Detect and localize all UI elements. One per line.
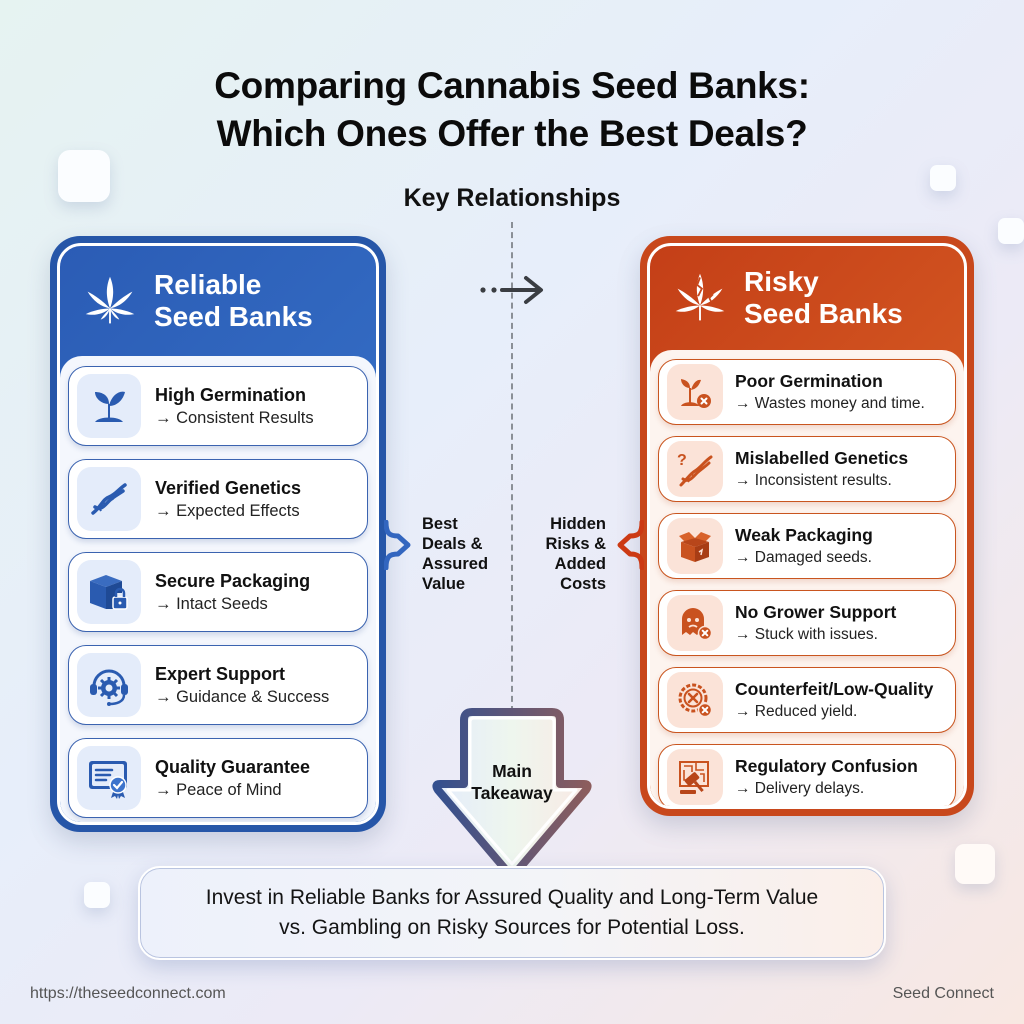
decorative-square xyxy=(58,150,110,202)
gavel-maze-icon xyxy=(679,761,709,794)
center-divider xyxy=(511,222,513,712)
sad-ghost-icon xyxy=(682,608,713,641)
reliable-title-line-1: Reliable xyxy=(154,269,262,300)
item-title: Expert Support xyxy=(155,663,286,684)
list-item: Quality Guarantee → Peace of Mind xyxy=(68,738,368,818)
reliable-connector-arrow-icon xyxy=(384,520,411,570)
list-item: High Germination → Consistent Results xyxy=(68,366,368,446)
takeaway-text-line-2: vs. Gambling on Risky Sources for Potent… xyxy=(279,916,745,939)
connector-label-line: Hidden xyxy=(550,515,606,533)
connector-label-line: Risks & xyxy=(545,535,606,553)
connector-label-line: Best xyxy=(422,515,458,533)
item-subtitle: → Guidance & Success xyxy=(155,687,330,706)
section-subtitle: Key Relationships xyxy=(403,184,621,212)
box-lock-icon xyxy=(90,575,128,610)
certificate-icon xyxy=(89,761,127,799)
decorative-square xyxy=(930,165,956,191)
takeaway-summary-box: Invest in Reliable Banks for Assured Qua… xyxy=(138,866,886,960)
main-takeaway-down-arrow-icon xyxy=(432,708,592,877)
risky-panel-header: Risky Seed Banks xyxy=(650,246,964,350)
main-takeaway-label: Main Takeaway xyxy=(440,760,584,804)
risky-title-line-2: Seed Banks xyxy=(744,298,903,329)
list-item: Verified Genetics → Expected Effects xyxy=(68,459,368,539)
item-subtitle: → Intact Seeds xyxy=(155,594,268,613)
reliable-items-list: High Germination → Consistent Results xyxy=(60,356,376,822)
footer-url-link[interactable]: https://theseedconnect.com xyxy=(30,985,226,1002)
dna-question-icon: ? xyxy=(677,452,713,487)
item-title: Counterfeit/Low-Quality xyxy=(735,678,934,699)
risky-connector-label: Hidden Risks & Added Costs xyxy=(540,514,606,594)
item-subtitle: → Expected Effects xyxy=(155,501,300,520)
sprout-icon xyxy=(95,391,125,422)
connector-label-line: Costs xyxy=(560,575,606,593)
cracked-cannabis-leaf-icon xyxy=(675,273,725,321)
dashed-right-arrow-icon xyxy=(480,276,543,304)
list-item: Weak Packaging → Damaged seeds. xyxy=(658,513,956,579)
item-subtitle: → Inconsistent results. xyxy=(735,471,892,489)
connector-label-line: Added xyxy=(554,555,606,573)
cannabis-leaf-icon xyxy=(85,276,135,324)
item-subtitle: → Wastes money and time. xyxy=(735,394,925,412)
list-item: Secure Packaging → Intact Seeds xyxy=(68,552,368,632)
page-title: Comparing Cannabis Seed Banks: Which One… xyxy=(0,62,1024,158)
decorative-square xyxy=(84,882,110,908)
takeaway-label-line-1: Main xyxy=(492,761,532,781)
item-title: Mislabelled Genetics xyxy=(735,447,909,468)
decorative-square xyxy=(955,844,995,884)
item-subtitle: → Delivery delays. xyxy=(735,779,865,797)
reliable-connector-label: Best Deals & Assured Value xyxy=(422,514,488,594)
item-title: Regulatory Confusion xyxy=(735,755,918,776)
item-subtitle: → Damaged seeds. xyxy=(735,548,872,566)
connector-label-line: Value xyxy=(422,575,466,593)
connector-label-line: Assured xyxy=(422,555,489,573)
dna-icon xyxy=(91,483,127,515)
failed-sprout-icon xyxy=(681,379,711,408)
risky-title-line-1: Risky xyxy=(744,266,819,297)
risky-items-list: Poor Germination → Wastes money and time… xyxy=(650,350,964,806)
footer-brand: Seed Connect xyxy=(892,985,994,1002)
item-title: Secure Packaging xyxy=(155,570,311,591)
reliable-panel-header: Reliable Seed Banks xyxy=(60,246,376,356)
reliable-seed-banks-panel: Reliable Seed Banks xyxy=(50,236,386,832)
list-item: Counterfeit/Low-Quality → Reduced yield. xyxy=(658,667,956,733)
risky-connector-arrow-icon xyxy=(617,520,644,570)
list-item: Regulatory Confusion → Delivery delays. xyxy=(658,744,956,806)
risky-seed-banks-panel: Risky Seed Banks xyxy=(640,236,974,816)
list-item: Expert Support → Guidance & Success xyxy=(68,645,368,725)
connector-label-line: Deals & xyxy=(422,535,483,553)
title-line-2: Which Ones Offer the Best Deals? xyxy=(216,113,808,154)
broken-box-icon xyxy=(679,532,711,562)
takeaway-text-line-1: Invest in Reliable Banks for Assured Qua… xyxy=(205,886,819,909)
list-item: Poor Germination → Wastes money and time… xyxy=(658,359,956,425)
item-title: Poor Germination xyxy=(735,370,883,391)
title-line-1: Comparing Cannabis Seed Banks: xyxy=(214,65,810,106)
headset-gear-icon xyxy=(90,669,128,706)
item-title: No Grower Support xyxy=(735,601,897,622)
reliable-title-line-2: Seed Banks xyxy=(154,301,313,332)
list-item: ? Mislabelled Genetics → xyxy=(658,436,956,502)
svg-text:?: ? xyxy=(677,452,687,469)
item-subtitle: → Peace of Mind xyxy=(155,780,282,799)
item-subtitle: → Consistent Results xyxy=(155,408,314,427)
takeaway-label-line-2: Takeaway xyxy=(471,783,553,803)
item-title: Verified Genetics xyxy=(155,477,302,498)
item-title: High Germination xyxy=(155,384,307,405)
counterfeit-seal-icon xyxy=(678,683,713,718)
item-subtitle: → Stuck with issues. xyxy=(735,625,878,643)
decorative-square xyxy=(998,218,1024,244)
item-title: Quality Guarantee xyxy=(155,756,311,777)
item-title: Weak Packaging xyxy=(735,524,873,545)
list-item: No Grower Support → Stuck with issues. xyxy=(658,590,956,656)
item-subtitle: → Reduced yield. xyxy=(735,702,858,720)
